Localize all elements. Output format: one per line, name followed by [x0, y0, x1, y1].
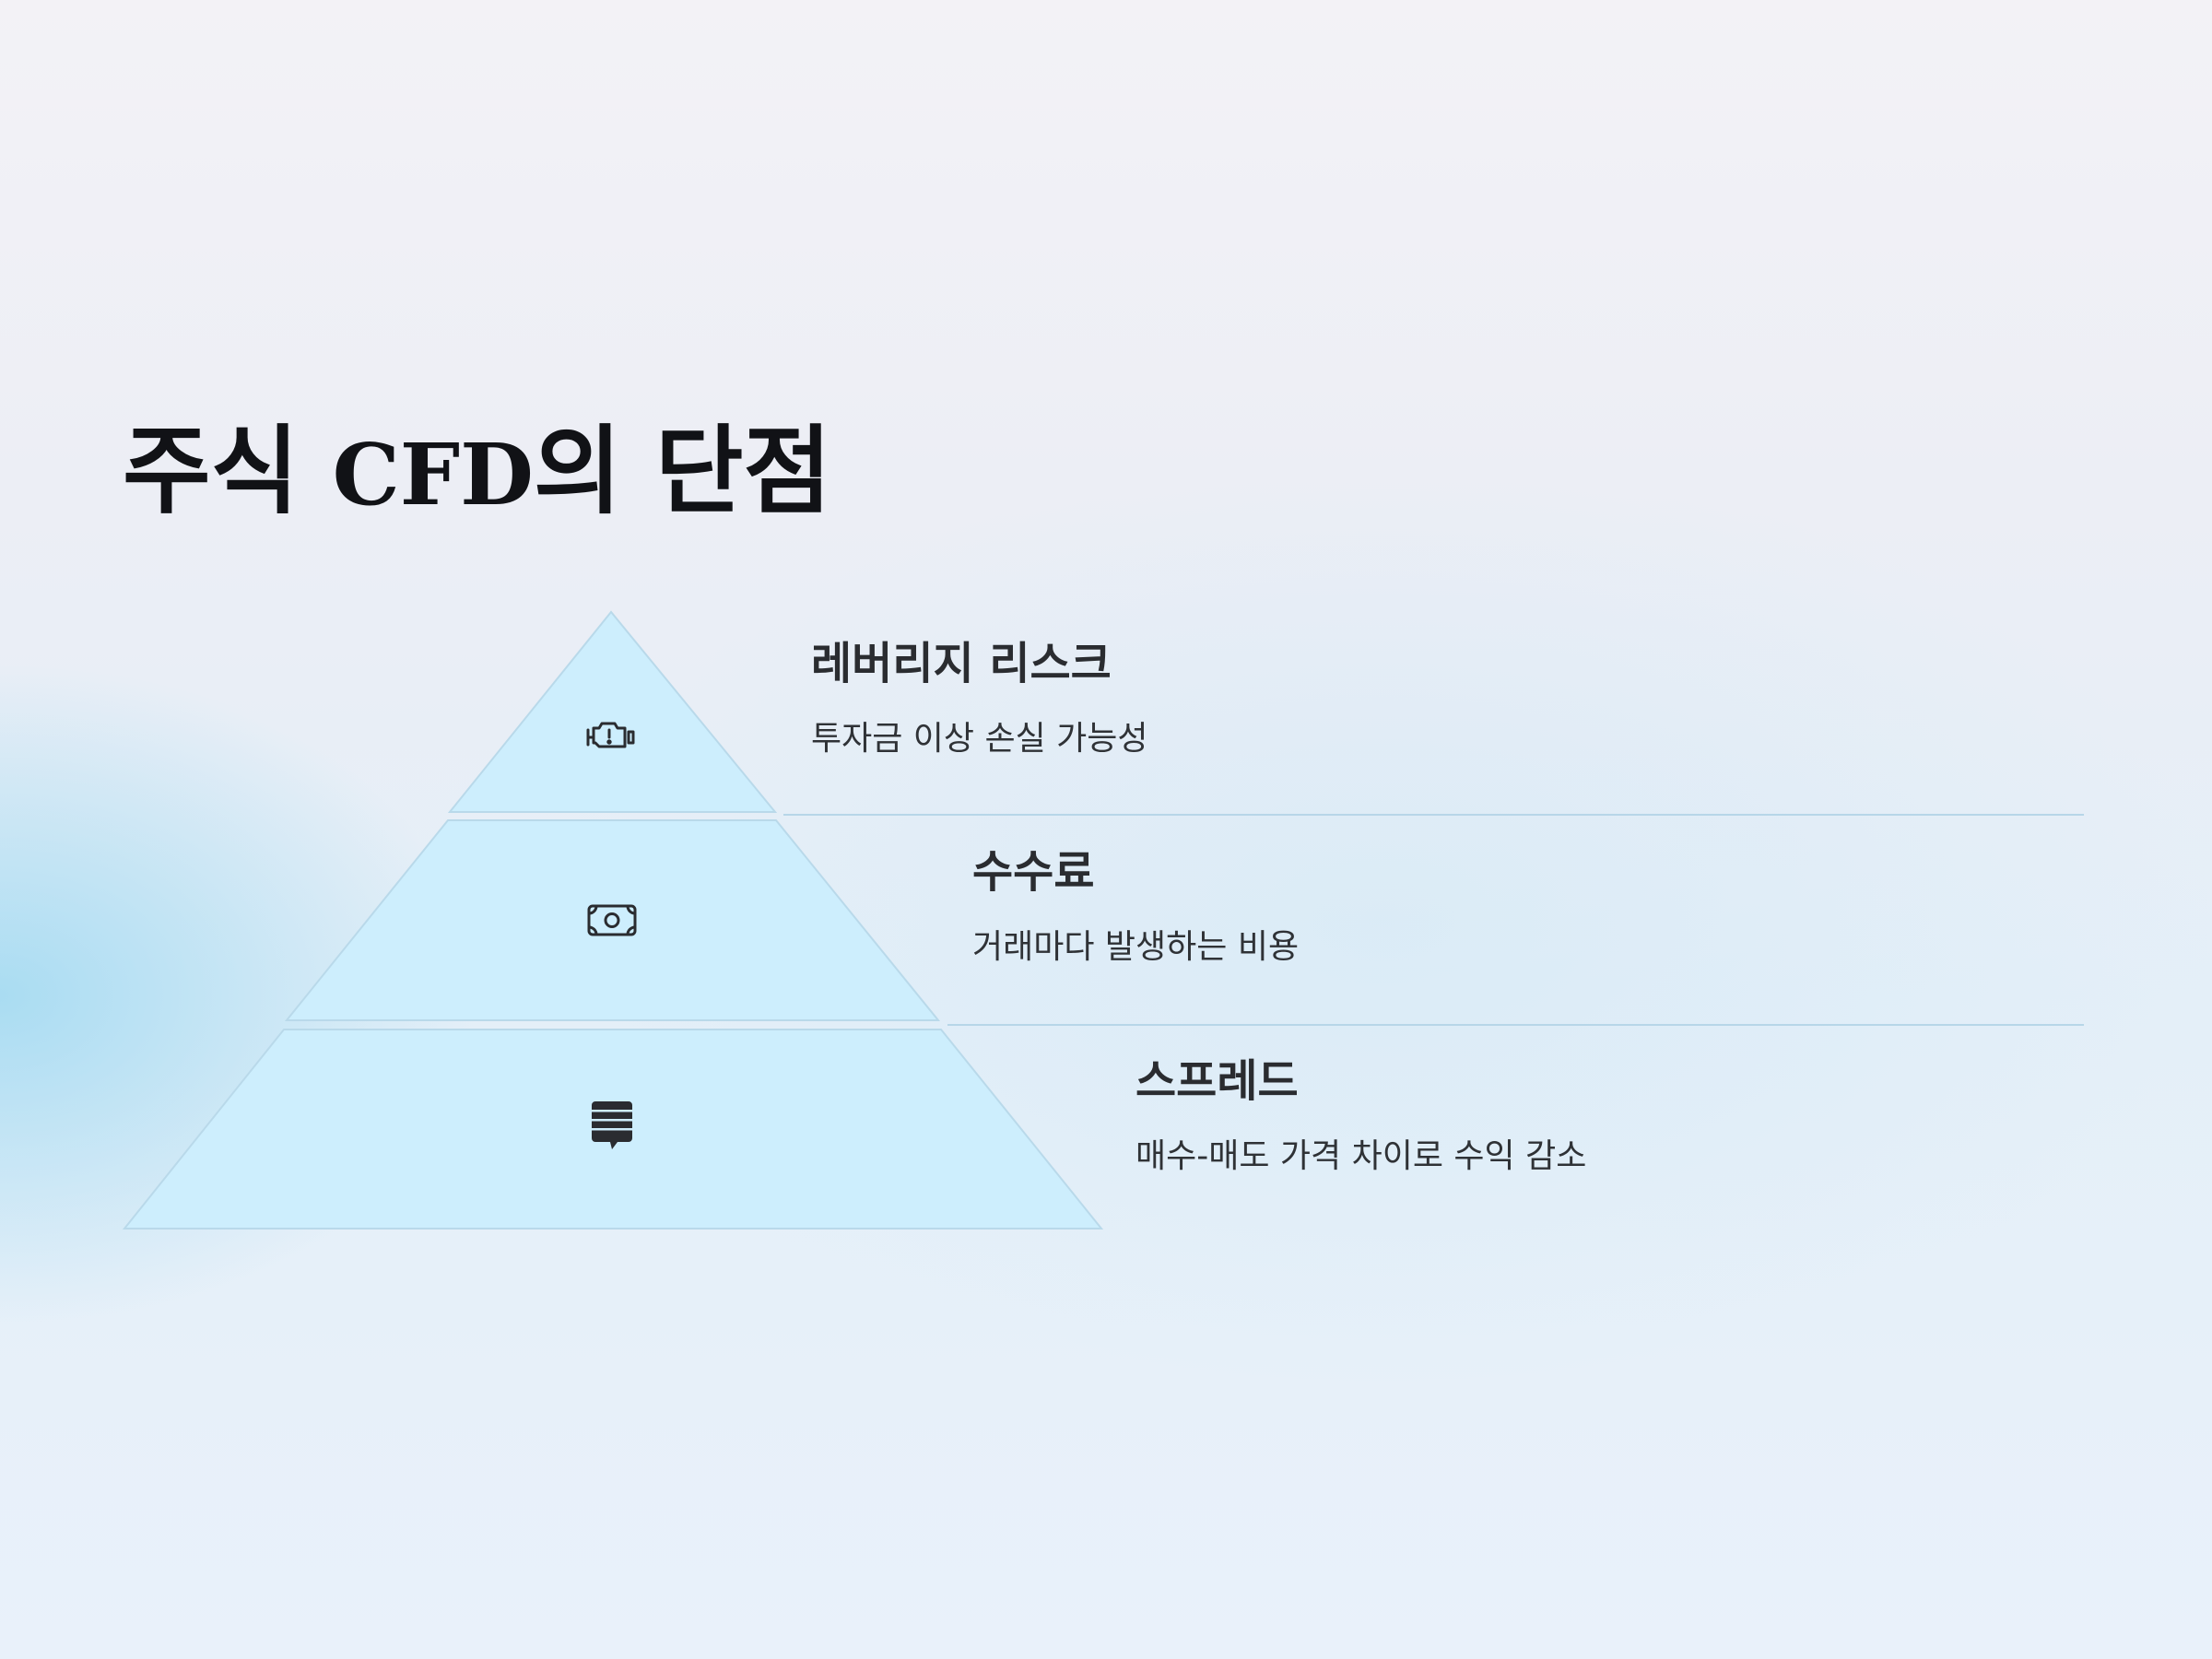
tier-title: 수수료	[972, 846, 1095, 898]
tier-text-spread: 스프레드 매수-매도 가격 차이로 수익 감소	[1135, 1055, 1586, 1176]
tier-text-leverage-risk: 레버리지 리스크 투자금 이상 손실 가능성	[811, 638, 1148, 759]
chat-list-icon	[584, 1099, 640, 1154]
page-title: 주식 CFD의 단점	[123, 415, 832, 527]
tier-title: 레버리지 리스크	[811, 638, 1112, 689]
tier-description: 투자금 이상 손실 가능성	[811, 719, 1148, 758]
tier-description: 거래마다 발생하는 비용	[972, 927, 1300, 966]
title-latin: CFD	[332, 425, 534, 524]
tier-text-fees: 수수료 거래마다 발생하는 비용	[972, 846, 1299, 967]
pyramid-tier-top	[447, 610, 778, 813]
title-prefix: 주식	[123, 415, 333, 527]
title-suffix: 의 단점	[533, 415, 832, 527]
tier-description: 매수-매도 가격 차이로 수익 감소	[1135, 1136, 1587, 1175]
engine-warning-icon	[584, 710, 640, 765]
tier-title: 스프레드	[1135, 1055, 1299, 1107]
money-icon	[584, 892, 640, 947]
pyramid-tier-middle	[284, 819, 941, 1021]
